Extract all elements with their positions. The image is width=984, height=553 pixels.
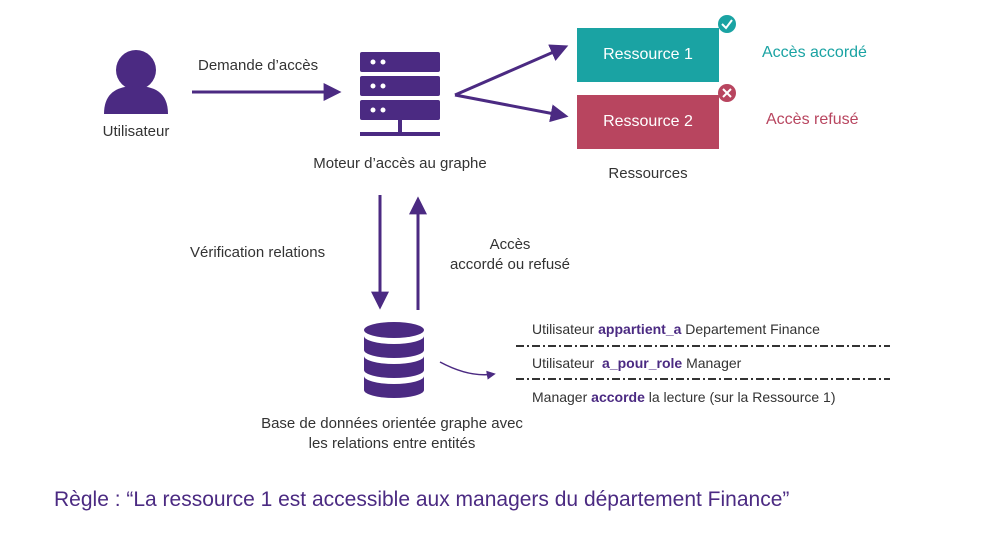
relation-3: Manager accorde la lecture (sur la Resso… [532,389,836,405]
response-line-1: Accès [489,236,531,253]
server-icon [360,52,440,136]
relation-2-object: Manager [686,355,742,371]
granted-status: Accès accordé [762,44,867,61]
check-icon [718,15,736,33]
relation-2: Utilisateur a_pour_role Manager [532,355,741,371]
database-label: Base de données orientée graphe avec les… [214,414,570,454]
relations-arrow [439,361,496,380]
user-label: Utilisateur [102,123,170,140]
relation-1-predicate: appartient_a [598,321,682,337]
relation-2-predicate: a_pour_role [602,355,683,371]
resource-1-label: Ressource 1 [603,46,693,63]
relation-3-subject: Manager [532,389,588,405]
relation-1-object: Departement Finance [685,321,820,337]
resource-2-label: Ressource 2 [603,113,693,130]
grant-arrow [454,44,569,97]
relation-1: Utilisateur appartient_a Departement Fin… [532,321,820,337]
request-label: Demande d’accès [198,57,319,74]
database-line-1: Base de données orientée graphe avec [261,415,523,432]
relation-1-subject: Utilisateur [532,321,595,337]
resource-2-box: Ressource 2 [577,95,719,149]
resource-1-box: Ressource 1 [577,28,719,82]
relation-2-subject: Utilisateur [532,355,595,371]
relation-3-predicate: accorde [591,389,645,405]
database-line-2: les relations entre entités [308,435,476,452]
rule-text: Règle : “La ressource 1 est accessible a… [54,488,790,511]
response-label: Accès accordé ou refusé [430,236,590,273]
denied-status: Accès refusé [766,111,859,128]
engine-label: Moteur d’accès au graphe [313,155,487,172]
response-line-2: accordé ou refusé [449,256,571,273]
database-icon [364,322,424,398]
verification-label: Vérification relations [190,244,326,261]
resources-group-label: Ressources [608,165,688,182]
deny-arrow [454,93,569,123]
user-icon [104,50,168,114]
cross-icon [718,84,736,102]
relation-3-object: la lecture (sur la Ressource 1) [648,389,836,405]
